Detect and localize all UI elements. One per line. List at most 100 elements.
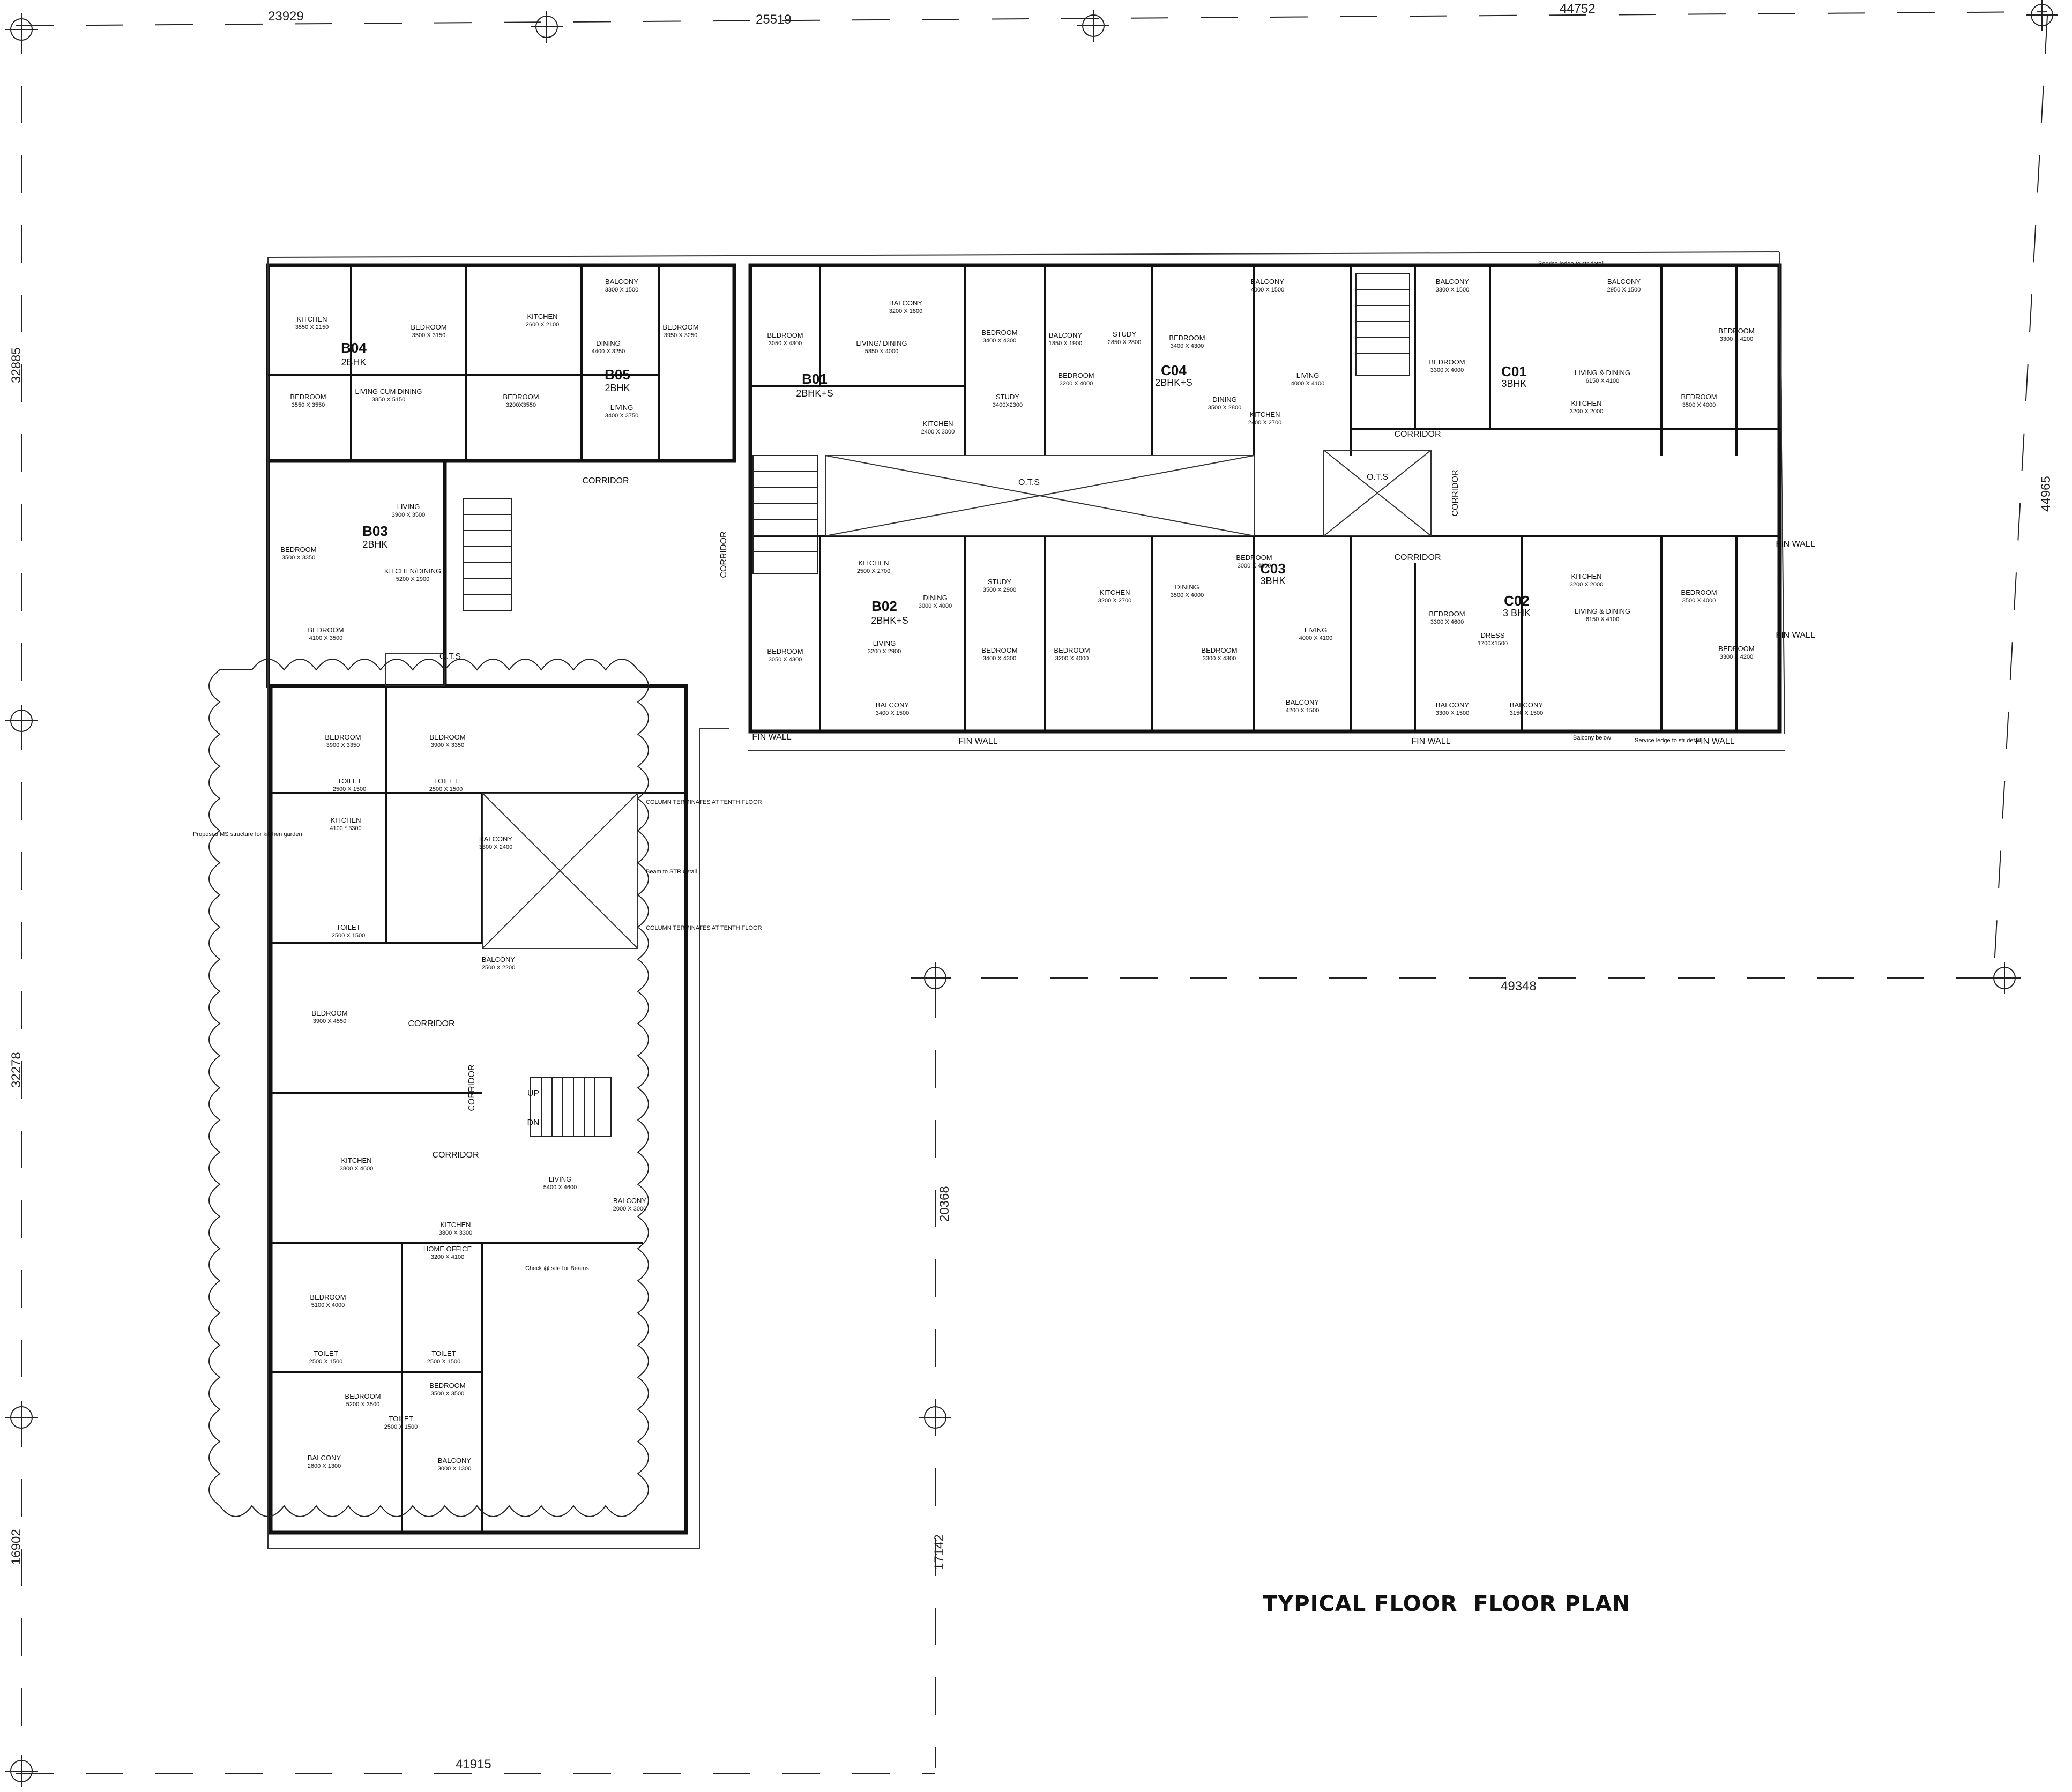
room-size: 3900 X 3350 <box>326 742 360 749</box>
room-name: BEDROOM <box>1236 554 1272 562</box>
note: COLUMN TERMINATES AT TENTH FLOOR <box>646 799 762 805</box>
unit-type: 3BHK <box>1260 576 1285 586</box>
room-name: STUDY <box>1113 330 1136 338</box>
unit-code: C03 <box>1260 561 1286 577</box>
room-name: BEDROOM <box>1058 371 1094 379</box>
room-name: BALCONY <box>1049 331 1082 339</box>
room-name: TOILET <box>431 1349 456 1357</box>
room-name: BEDROOM <box>1718 645 1754 653</box>
corridor-label: CORRIDOR <box>1394 553 1441 562</box>
room-size: 3300 X 1500 <box>605 287 638 293</box>
room-name: BEDROOM <box>1054 646 1090 654</box>
room-size: 4000 X 4100 <box>1299 635 1332 641</box>
room-name: STUDY <box>996 393 1019 401</box>
room-name: BEDROOM <box>411 323 446 331</box>
unit-type: 2BHK <box>341 357 366 368</box>
dim-left-b: 32278 <box>9 1052 24 1088</box>
room-name: BEDROOM <box>981 328 1017 337</box>
room-size: 3300 X 1500 <box>1436 710 1469 716</box>
corridor-label: CORRIDOR <box>719 531 728 578</box>
dim-mid-v-a: 20368 <box>937 1186 952 1222</box>
room-size: 5400 X 4600 <box>543 1184 577 1191</box>
room-size: 6150 X 4100 <box>1586 378 1619 384</box>
room-size: 3300 X 4300 <box>1203 655 1236 662</box>
room-size: 3500 X 4000 <box>1171 592 1204 599</box>
room-size: 3400 X 4300 <box>1171 343 1204 349</box>
note: Beam to STR detail <box>646 869 697 875</box>
drawing-title: TYPICAL FLOOR FLOOR PLAN <box>1263 1592 1631 1616</box>
room-size: 4100 * 3300 <box>330 825 361 832</box>
room-name: LIVING <box>397 503 420 511</box>
staircase-core <box>752 455 818 574</box>
room-name: DRESS <box>1481 631 1505 639</box>
room-size: 3950 X 3250 <box>664 332 697 339</box>
room-name: DINING <box>1175 583 1199 591</box>
grid-marker <box>5 705 38 737</box>
ots-shaft-west <box>385 653 445 686</box>
dim-right-a: 44965 <box>2039 476 2053 512</box>
room-size: 3550 X 3550 <box>292 402 325 408</box>
room-name: KITCHEN <box>330 816 361 824</box>
block-b-north-wing <box>266 263 736 463</box>
room-size: 3900 X 4550 <box>313 1018 346 1025</box>
dimension-line-top <box>16 11 2048 26</box>
room-name: BEDROOM <box>308 626 344 634</box>
dim-top-b: 25519 <box>756 12 792 27</box>
room-name: BALCONY <box>1510 701 1543 709</box>
room-size: 4400 X 3250 <box>592 348 625 355</box>
dim-left-c: 16902 <box>9 1529 24 1565</box>
room-name: LIVING CUM DINING <box>355 387 422 395</box>
grid-marker <box>1988 962 2021 994</box>
room-size: 3000 X 4000 <box>919 603 952 609</box>
room-size: 3300 X 1500 <box>1436 287 1469 293</box>
fin-wall-label: FIN WALL <box>1411 737 1450 746</box>
room-name: BEDROOM <box>1681 588 1717 596</box>
corridor-label: CORRIDOR <box>582 476 629 486</box>
room-name: KITCHEN <box>922 420 953 428</box>
room-size: 2850 X 2800 <box>1108 339 1141 346</box>
unit-code: C02 <box>1504 593 1530 609</box>
room-name: BALCONY <box>889 299 922 307</box>
room-size: 4100 X 3500 <box>309 635 342 641</box>
room-name: KITCHEN <box>527 312 557 320</box>
room-name: KITCHEN/DINING <box>384 567 441 575</box>
room-name: BEDROOM <box>981 646 1017 654</box>
room-name: STUDY <box>988 578 1011 586</box>
room-name: DINING <box>1212 395 1237 404</box>
room-size: 3400 X 4300 <box>983 655 1016 662</box>
unit-type: 2BHK <box>362 539 387 550</box>
dim-left-a: 32885 <box>9 347 24 383</box>
room-name: BEDROOM <box>429 733 465 741</box>
room-name: KITCHEN <box>1099 588 1130 596</box>
room-size: 2500 X 1500 <box>333 786 366 793</box>
room-name: KITCHEN <box>1249 410 1280 419</box>
room-size: 5200 X 3500 <box>346 1401 379 1408</box>
room-size: 2400 X 2700 <box>1248 420 1281 426</box>
room-name: BEDROOM <box>1429 358 1465 366</box>
room-size: 3400 X 1500 <box>876 710 909 716</box>
unit-type: 3BHK <box>1501 378 1526 389</box>
room-name: BALCONY <box>308 1454 341 1462</box>
grid-marker <box>531 11 563 43</box>
note: COLUMN TERMINATES AT TENTH FLOOR <box>646 925 762 931</box>
grid-marker <box>919 962 951 994</box>
room-size: 3200 X 2700 <box>1098 598 1131 604</box>
room-name: BEDROOM <box>429 1382 465 1390</box>
room-name: BEDROOM <box>1718 327 1754 335</box>
grid-marker <box>5 1755 38 1787</box>
room-name: TOILET <box>434 777 458 785</box>
room-name: BEDROOM <box>310 1293 346 1301</box>
room-name: KITCHEN <box>296 315 327 323</box>
room-size: 2500 X 2700 <box>857 568 890 574</box>
room-size: 2500 X 1500 <box>332 932 365 939</box>
room-name: LIVING & DINING <box>1575 607 1630 615</box>
room-size: 3200 X 2000 <box>1570 408 1603 415</box>
room-size: 3500 X 2800 <box>1208 405 1241 411</box>
dim-mid-v-b: 17142 <box>932 1534 946 1570</box>
room-size: 3400 X 4300 <box>983 338 1016 344</box>
room-name: BEDROOM <box>767 647 803 655</box>
grid-marker <box>2026 0 2058 31</box>
room-name: TOILET <box>389 1415 413 1423</box>
room-size: 3150 X 1500 <box>1510 710 1543 716</box>
dim-top-c: 44752 <box>1560 2 1596 16</box>
